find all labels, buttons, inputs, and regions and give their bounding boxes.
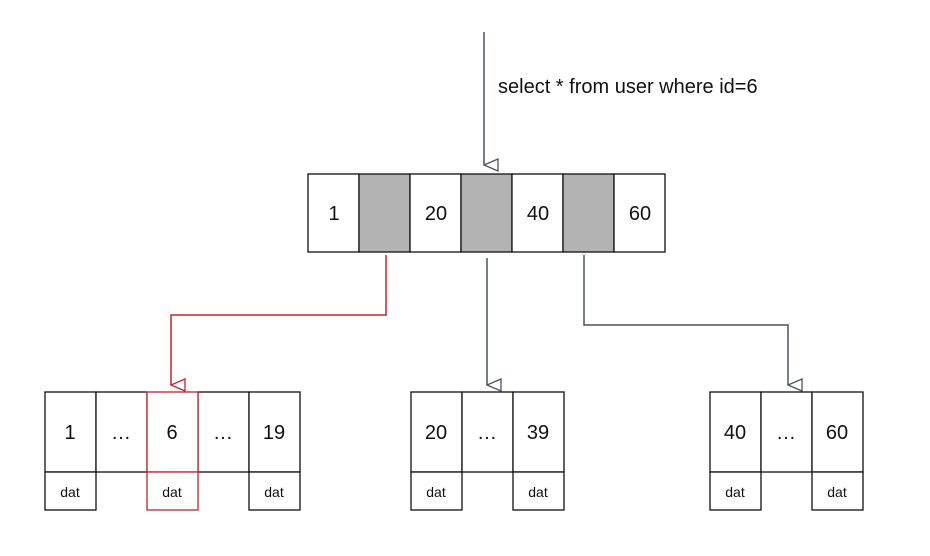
root-pointer-cell	[460, 173, 513, 253]
root-key-label: 40	[527, 203, 549, 225]
leaf-data-cell	[709, 471, 762, 511]
leaf-data-cell	[811, 471, 864, 511]
root-key-label: 20	[425, 203, 447, 225]
leaf-key-label: …	[213, 422, 233, 444]
root-key-cell	[511, 173, 564, 253]
root-key-cell	[409, 173, 462, 253]
leaf-node: 20 … 39 dat dat	[410, 391, 565, 511]
leaf-data-label: dat	[827, 484, 847, 500]
leaf-key-cell	[197, 391, 250, 473]
leaf-data-label: dat	[528, 484, 548, 500]
root-pointer-cell	[562, 173, 615, 253]
leaf-key-label: 40	[724, 422, 746, 444]
leaf-key-cell	[95, 391, 148, 473]
leaf-key-label: 19	[263, 422, 285, 444]
leaf-key-cell	[709, 391, 762, 473]
pointer-arrow-highlighted	[171, 255, 387, 385]
leaf-key-label: 39	[527, 422, 549, 444]
query-text: select * from user where id=6	[498, 76, 758, 98]
leaf-key-label: …	[776, 422, 796, 444]
root-pointer-cell	[358, 173, 411, 253]
leaf-data-cell	[512, 471, 565, 511]
leaf-data-cell	[248, 471, 301, 511]
leaf-data-cell	[410, 471, 463, 511]
leaf-key-cell	[461, 391, 514, 473]
leaf-key-label: …	[111, 422, 131, 444]
root-key-cell	[613, 173, 666, 253]
leaf-node: 40 … 60 dat dat	[709, 391, 864, 511]
leaf-data-label: dat	[725, 484, 745, 500]
leaf-key-cell-highlighted	[146, 391, 199, 473]
leaf-node: 1 … 6 … 19 dat dat dat	[44, 391, 301, 511]
leaf-data-label: dat	[426, 484, 446, 500]
leaf-key-cell	[811, 391, 864, 473]
root-node: 1 20 40 60	[307, 173, 666, 253]
leaf-key-label: 60	[826, 422, 848, 444]
leaf-key-cell	[512, 391, 565, 473]
leaf-data-cell-highlighted	[146, 471, 199, 511]
pointer-arrow	[583, 255, 788, 385]
root-key-label: 60	[629, 203, 651, 225]
leaf-key-label: 1	[64, 422, 75, 444]
leaf-data-label: dat	[264, 484, 284, 500]
leaf-data-label: dat	[60, 484, 80, 500]
leaf-key-label: …	[477, 422, 497, 444]
leaf-key-label: 6	[166, 422, 177, 444]
leaf-data-cell	[44, 471, 97, 511]
root-key-label: 1	[328, 203, 339, 225]
leaf-data-label: dat	[162, 484, 182, 500]
leaf-key-label: 20	[425, 422, 447, 444]
